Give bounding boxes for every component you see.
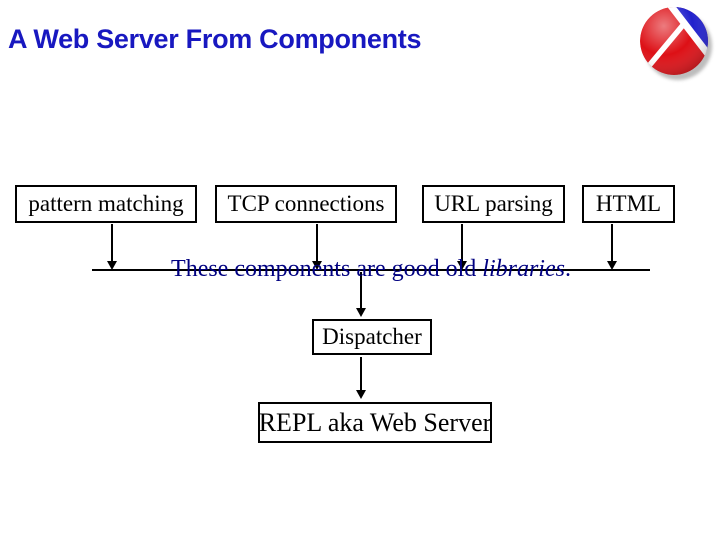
arrow-head [356,308,366,317]
arrow-down-icon [312,224,322,270]
component-box-tcp-connections: TCP connections [215,185,397,223]
component-box-label: TCP connections [227,191,385,216]
arrow-shaft [111,224,113,263]
component-box-label: pattern matching [28,191,184,216]
arrow-down-icon [607,224,617,270]
arrow-head [457,261,467,270]
arrow-shaft [360,272,362,310]
caption-emphasis: libraries [482,256,565,282]
collector-line [92,269,650,271]
caption-suffix: . [564,256,571,282]
arrow-down-icon [457,224,467,270]
component-box-url-parsing: URL parsing [422,185,565,223]
arrow-head [356,390,366,399]
component-box-html: HTML [582,185,675,223]
arrow-shaft [316,224,318,263]
plt-lambda-logo-icon [640,7,712,80]
arrow-down-icon [107,224,117,270]
arrow-shaft [360,357,362,392]
arrow-down-icon [356,357,366,399]
caption-prefix: These components are good old [171,256,483,282]
component-box-label: URL parsing [434,191,553,216]
dispatcher-box: Dispatcher [312,319,432,355]
repl-box-label: REPL aka Web Server [258,407,492,437]
arrow-shaft [611,224,613,263]
arrow-head [107,261,117,270]
dispatcher-box-label: Dispatcher [322,324,422,349]
repl-web-server-box: REPL aka Web Server [258,402,492,443]
arrow-head [607,261,617,270]
component-box-label: HTML [595,191,662,216]
arrow-down-icon [356,272,366,317]
caption: These components are good old libraries. [92,256,650,283]
component-box-pattern-matching: pattern matching [15,185,197,223]
arrow-shaft [461,224,463,263]
slide-title: A Web Server From Components [8,24,422,54]
arrow-head [312,261,322,270]
